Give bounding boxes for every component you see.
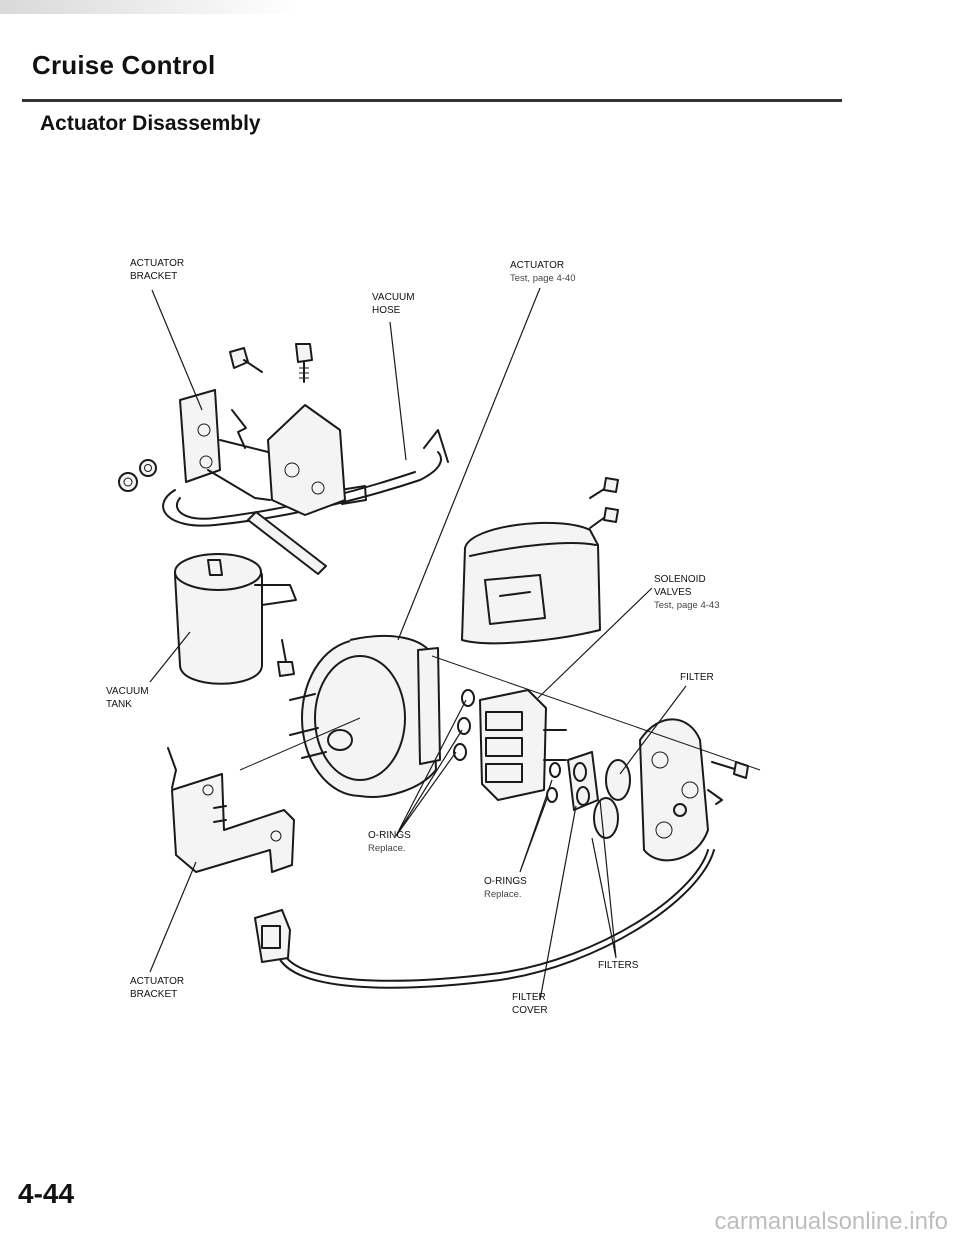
actuator-body xyxy=(289,634,441,798)
label-solenoid-valves-line3: Test, page 4-43 xyxy=(654,600,720,611)
o-rings-right xyxy=(546,762,561,803)
label-filter: FILTER xyxy=(680,672,714,683)
label-o-rings-right-line2: Replace. xyxy=(484,889,522,900)
label-filter-cover-line1: FILTER xyxy=(512,992,546,1003)
title-rule xyxy=(22,99,842,102)
top-edge-shade xyxy=(0,0,300,14)
cover-screws xyxy=(589,477,619,529)
solenoid-valves xyxy=(479,689,567,801)
label-actuator-bracket-bottom-line1: ACTUATOR xyxy=(130,976,184,987)
label-actuator-bracket-bottom-line2: BRACKET xyxy=(130,989,177,1000)
o-rings-left xyxy=(453,689,475,761)
vacuum-hose xyxy=(162,451,442,575)
right-screw xyxy=(707,761,749,805)
section-title: Cruise Control xyxy=(32,50,216,80)
label-solenoid-valves-line2: VALVES xyxy=(654,587,692,598)
label-filter-cover-line2: COVER xyxy=(512,1005,548,1016)
label-vacuum-tank-line1: VACUUM xyxy=(106,686,149,697)
bolt xyxy=(229,347,263,373)
nuts xyxy=(118,459,157,492)
label-actuator-bracket-top-line2: BRACKET xyxy=(130,271,177,282)
label-o-rings-left-line2: Replace. xyxy=(368,843,406,854)
label-vacuum-hose-line2: HOSE xyxy=(372,305,401,316)
filter-cover xyxy=(567,751,599,811)
leader-lines xyxy=(149,287,687,1001)
page-title: Actuator Disassembly xyxy=(40,112,261,135)
actuator-cover xyxy=(461,521,601,645)
vacuum-tank xyxy=(174,553,297,685)
label-solenoid-valves-line1: SOLENOID xyxy=(654,574,706,585)
top-bolts xyxy=(118,343,449,492)
watermark: carmanualsonline.info xyxy=(714,1208,948,1235)
label-vacuum-tank-line2: TANK xyxy=(106,699,132,710)
page-number: 4-44 xyxy=(18,1178,75,1209)
label-actuator-bracket-top-line1: ACTUATOR xyxy=(130,258,184,269)
actuator-bracket-bottom xyxy=(167,747,295,873)
label-filters: FILTERS xyxy=(598,960,639,971)
actuator-bracket-top xyxy=(179,389,346,516)
wire-harness xyxy=(254,849,715,989)
label-o-rings-right-line1: O-RINGS xyxy=(484,876,527,887)
label-vacuum-hose-line1: VACUUM xyxy=(372,292,415,303)
label-o-rings-left-line1: O-RINGS xyxy=(368,830,411,841)
label-actuator-line2: Test, page 4-40 xyxy=(510,273,576,284)
label-actuator-line1: ACTUATOR xyxy=(510,260,564,271)
filter-housing xyxy=(639,718,709,862)
bolt xyxy=(295,343,313,383)
assembly-lines xyxy=(239,655,761,771)
filters xyxy=(593,759,631,839)
